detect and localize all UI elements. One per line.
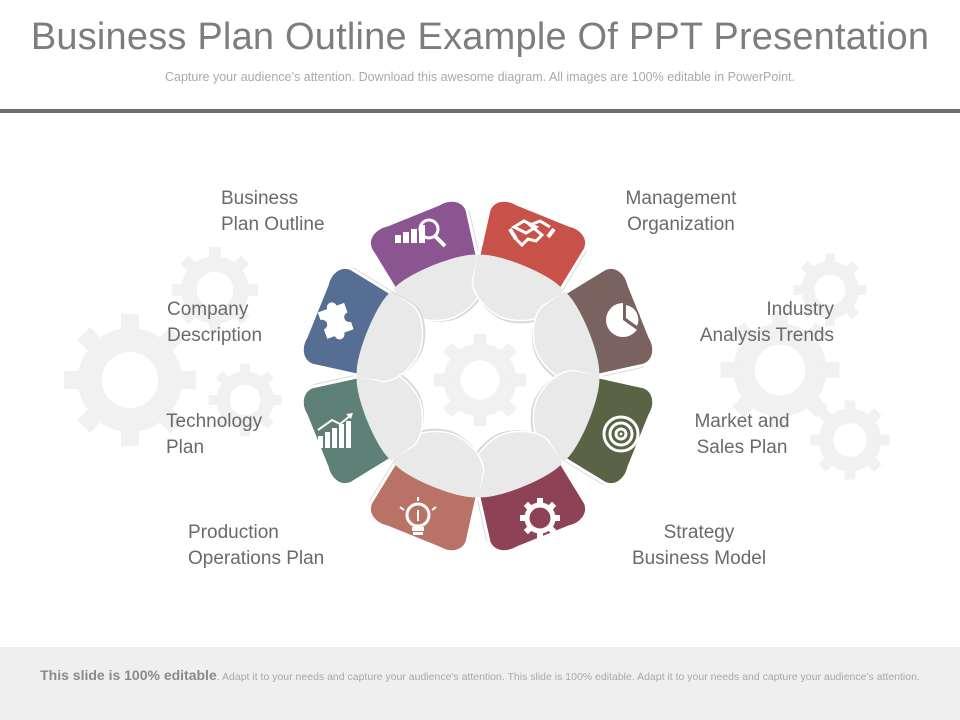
label-strategy-business-model: Strategy Business Model	[618, 520, 780, 572]
label-line: Operations Plan	[188, 548, 325, 569]
label-line: Strategy	[663, 522, 735, 543]
cycle-diagram	[0, 198, 960, 554]
footer-band: This slide is 100% editable. Adapt it to…	[0, 647, 960, 720]
label-line: Industry	[766, 299, 834, 320]
lightbulb-icon	[399, 497, 437, 535]
label-industry-analysis-trends: Industry Analysis Trends	[676, 297, 834, 349]
footer-body-text: . Adapt it to your needs and capture you…	[216, 671, 920, 683]
footer-text: This slide is 100% editable. Adapt it to…	[20, 667, 940, 684]
magnifier-chart-icon	[395, 218, 447, 248]
label-line: Plan	[166, 437, 205, 458]
gear-icon	[520, 498, 560, 538]
segment-2	[471, 198, 588, 324]
target-icon	[602, 415, 640, 453]
segment-4	[530, 369, 656, 486]
label-production-operations-plan: Production Operations Plan	[188, 520, 324, 572]
label-line: Organization	[627, 214, 735, 235]
label-line: Production	[188, 522, 279, 543]
segment-8	[300, 266, 426, 383]
label-line: Description	[167, 325, 263, 346]
label-market-sales-plan: Market and Sales Plan	[680, 409, 804, 461]
segment-1	[368, 198, 486, 322]
label-business-plan-outline: Business Plan Outline	[221, 186, 325, 238]
label-line: Plan Outline	[221, 214, 325, 235]
segment-7	[300, 368, 424, 486]
label-line: Management	[625, 188, 737, 209]
pie-chart-icon	[606, 302, 641, 337]
segment-6	[368, 428, 485, 554]
label-line: Business Model	[631, 548, 767, 569]
segment-3	[532, 266, 656, 384]
label-line: Technology	[166, 411, 263, 432]
footer-bold-text: This slide is 100% editable	[40, 667, 217, 683]
label-line: Analysis Trends	[699, 325, 834, 346]
label-company-description: Company Description	[167, 297, 262, 349]
label-line: Sales Plan	[696, 437, 788, 458]
label-management-organization: Management Organization	[612, 186, 750, 238]
label-line: Business	[221, 188, 299, 209]
title-divider	[0, 109, 960, 113]
handshake-icon	[508, 219, 556, 248]
bar-chart-icon	[317, 413, 353, 448]
label-technology-plan: Technology Plan	[166, 409, 262, 461]
label-line: Company	[167, 299, 249, 320]
slide-title: Business Plan Outline Example Of PPT Pre…	[30, 16, 930, 58]
puzzle-icon	[317, 302, 354, 340]
label-line: Market and	[694, 411, 790, 432]
segment-icons	[317, 218, 641, 538]
slide-subtitle: Capture your audience’s attention. Downl…	[165, 70, 795, 84]
